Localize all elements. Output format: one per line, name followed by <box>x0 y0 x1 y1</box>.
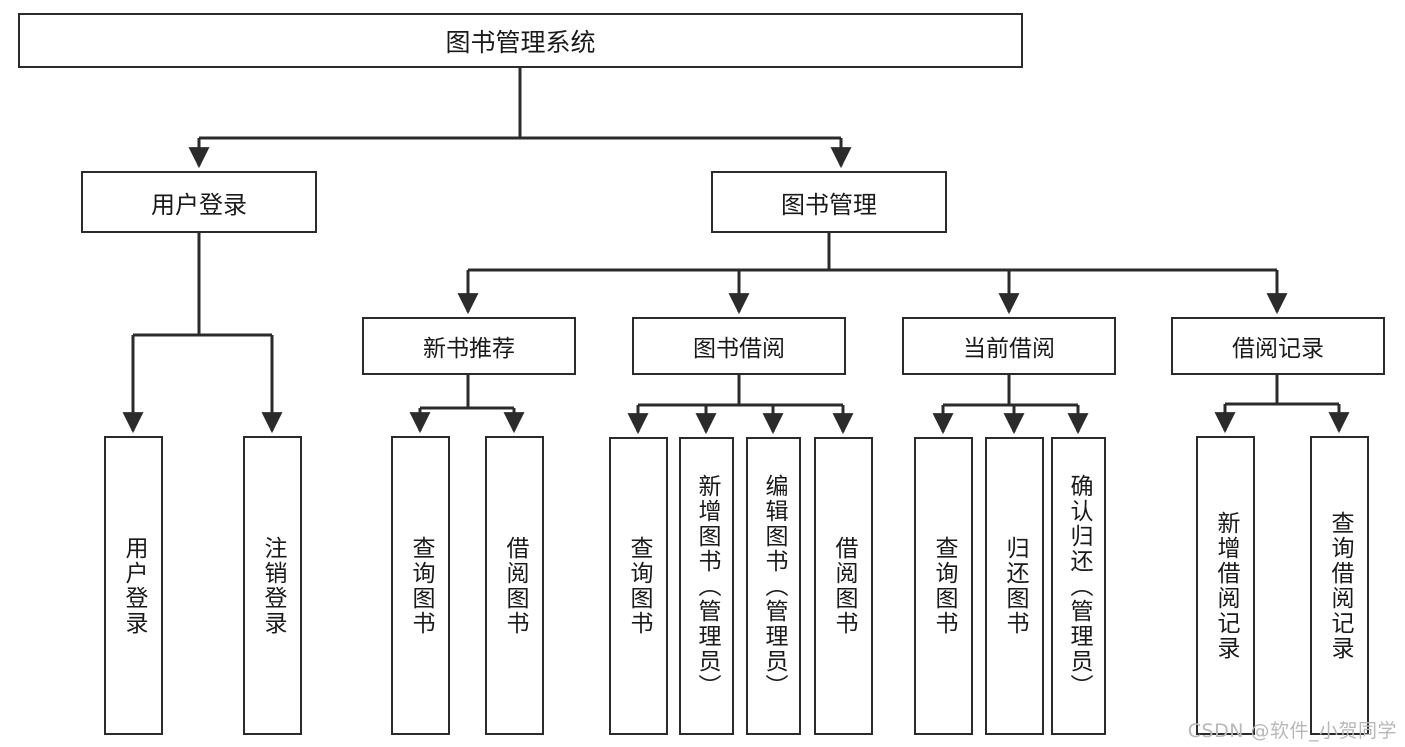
leaf-add-book-label: 新增图书（管理员） <box>694 473 720 699</box>
leaf-user-login[interactable]: 用户登录 <box>104 436 163 735</box>
node-root[interactable]: 图书管理系统 <box>18 13 1023 68</box>
node-user-login[interactable]: 用户登录 <box>81 171 317 233</box>
leaf-query-book-recommend-label: 查询图书 <box>408 535 434 636</box>
leaf-logout[interactable]: 注销登录 <box>243 436 302 735</box>
leaf-add-book[interactable]: 新增图书（管理员） <box>679 437 734 735</box>
node-book-manage[interactable]: 图书管理 <box>711 171 947 233</box>
node-root-label: 图书管理系统 <box>445 27 596 57</box>
leaf-query-book-recommend[interactable]: 查询图书 <box>391 436 450 735</box>
leaf-edit-book[interactable]: 编辑图书（管理员） <box>746 437 801 735</box>
node-user-login-label: 用户登录 <box>151 190 247 219</box>
node-current-borrow[interactable]: 当前借阅 <box>902 317 1116 375</box>
leaf-borrow-book-recommend[interactable]: 借阅图书 <box>485 436 544 735</box>
leaf-borrow-book-label: 借阅图书 <box>831 536 857 636</box>
node-book-manage-label: 图书管理 <box>781 190 877 219</box>
leaf-query-book-current-label: 查询图书 <box>931 536 957 636</box>
leaf-query-book-current[interactable]: 查询图书 <box>914 437 973 735</box>
leaf-query-book-borrow[interactable]: 查询图书 <box>609 437 668 735</box>
node-borrow-record-label: 借阅记录 <box>1232 336 1324 362</box>
leaf-user-login-label: 用户登录 <box>121 535 147 636</box>
leaf-query-borrow-record-label: 查询借阅记录 <box>1327 510 1353 661</box>
node-new-book-recommend[interactable]: 新书推荐 <box>362 317 576 375</box>
node-new-book-recommend-label: 新书推荐 <box>423 336 515 362</box>
node-borrow-record[interactable]: 借阅记录 <box>1171 317 1385 375</box>
node-book-borrow-label: 图书借阅 <box>693 336 785 362</box>
leaf-return-book-label: 归还图书 <box>1002 536 1028 636</box>
leaf-edit-book-label: 编辑图书（管理员） <box>761 473 787 699</box>
leaf-query-book-borrow-label: 查询图书 <box>626 536 652 636</box>
leaf-borrow-book[interactable]: 借阅图书 <box>814 437 873 735</box>
leaf-add-borrow-record[interactable]: 新增借阅记录 <box>1196 436 1255 735</box>
leaf-confirm-return-label: 确认归还（管理员） <box>1066 473 1092 699</box>
leaf-query-borrow-record[interactable]: 查询借阅记录 <box>1310 436 1369 735</box>
leaf-add-borrow-record-label: 新增借阅记录 <box>1213 510 1239 661</box>
watermark-text: CSDN @软件_小贺同学 <box>1187 720 1397 742</box>
leaf-borrow-book-recommend-label: 借阅图书 <box>502 535 528 636</box>
node-book-borrow[interactable]: 图书借阅 <box>632 317 846 375</box>
leaf-logout-label: 注销登录 <box>260 535 286 636</box>
leaf-return-book[interactable]: 归还图书 <box>985 437 1044 735</box>
leaf-confirm-return[interactable]: 确认归还（管理员） <box>1051 437 1106 735</box>
node-current-borrow-label: 当前借阅 <box>963 336 1055 362</box>
